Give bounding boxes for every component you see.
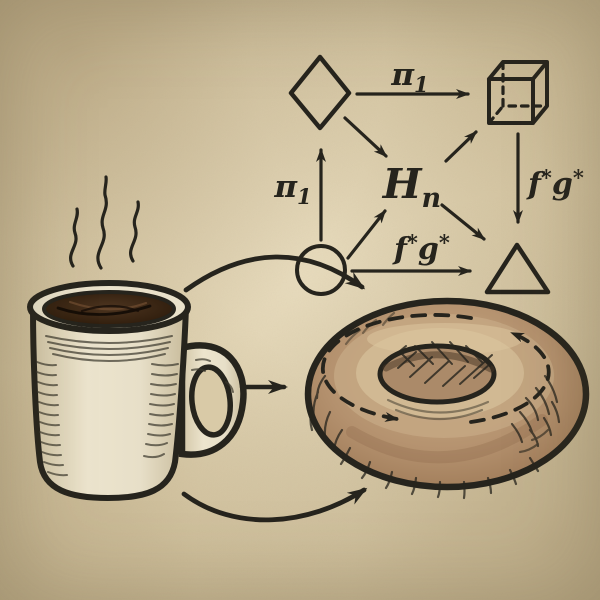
label-pi1-top: π1: [390, 57, 428, 97]
diamond-node-icon: [288, 54, 352, 131]
hole-crosshatch: [393, 341, 493, 387]
transformation-arrows: [181, 254, 368, 523]
diagram-arrows: [316, 89, 523, 276]
torus-donut: [304, 297, 590, 500]
commutative-diagram: π1 π1 Hn f*g* f*g*: [273, 54, 584, 296]
arrow-Hn-to-cube: [444, 130, 478, 163]
circle-node-icon: [295, 244, 347, 296]
mug-hatching: [36, 335, 234, 477]
arrow-top-curve-mug-to-donut: [183, 254, 366, 293]
torus-loop-arrows: [320, 313, 551, 424]
steam-line-3: [129, 200, 140, 263]
coffee-mug: [27, 280, 247, 502]
arrow-Hn-to-triangle: [440, 203, 486, 241]
coffee-swirls: [56, 300, 152, 316]
mug-body: [29, 305, 190, 502]
loop-arrow-left: [320, 313, 473, 422]
donut-hole-shadow: [382, 351, 495, 373]
triangle-node-icon: [484, 242, 551, 295]
label-fg-bottom: f*g*: [392, 230, 450, 267]
arrow-diamond-to-Hn: [343, 116, 388, 158]
label-Hn-center: Hn: [382, 160, 441, 214]
steam-line-2: [96, 175, 108, 270]
loop-arrow-right: [469, 331, 551, 424]
arrow-circle-to-Hn: [346, 209, 387, 260]
steam-line-1: [69, 207, 79, 268]
cube-node-icon: [487, 60, 549, 125]
steam-icon: [69, 175, 140, 270]
mug-handle-opening: [189, 364, 233, 438]
arrow-bottom-curve-mug-to-donut: [181, 487, 368, 523]
label-pi1-left: π1: [273, 169, 311, 209]
